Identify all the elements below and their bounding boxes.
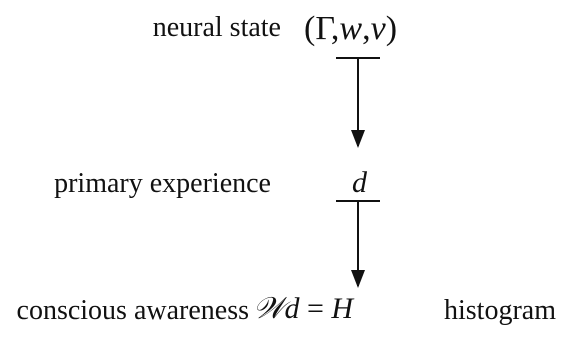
comma: , (330, 10, 340, 47)
maps-to-arrow-2 (336, 200, 380, 288)
label-conscious-awareness: conscious awareness (16, 295, 249, 326)
math-neural-state: (Γ,w,v) (304, 12, 397, 46)
label-primary-experience: primary experience (54, 168, 271, 199)
math-primary-experience: d (352, 166, 367, 199)
symbol-w: w (339, 10, 363, 47)
symbol-v: v (370, 10, 386, 47)
comma: , (362, 10, 371, 47)
symbol-equals: = (299, 292, 332, 325)
label-neural-state: neural state (152, 12, 281, 43)
symbol-script-w: 𝒲 (253, 292, 285, 325)
math-conscious-awareness: 𝒲d = H (253, 294, 353, 324)
symbol-d: d (284, 292, 300, 325)
symbol-gamma: Γ (315, 10, 331, 47)
label-histogram: histogram (444, 295, 556, 326)
symbol-h: H (331, 292, 354, 325)
paren-open: ( (304, 10, 316, 47)
paren-close: ) (385, 10, 398, 47)
maps-to-arrow-1 (336, 57, 380, 148)
